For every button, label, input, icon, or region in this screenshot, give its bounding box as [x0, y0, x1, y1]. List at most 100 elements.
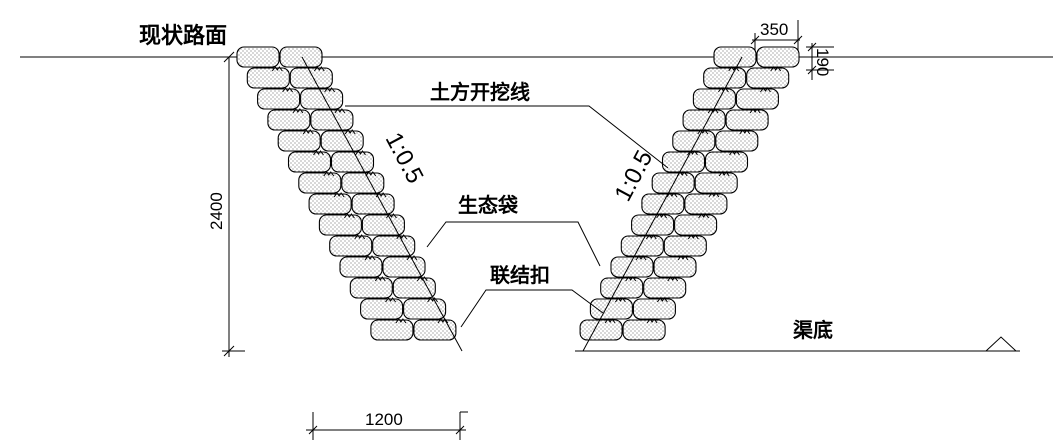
connector-buckle-icon [344, 129, 356, 135]
connector-buckle-icon [770, 66, 782, 72]
eco-bag [360, 298, 404, 320]
eco-bag [643, 277, 687, 299]
eco-bag [289, 67, 333, 89]
depth-dim-tick-top [223, 51, 235, 63]
bag-height-dim-tick-bottom [807, 65, 817, 75]
eco-bag [372, 235, 416, 257]
connector-buckle-icon [437, 318, 449, 324]
connector-buckle-icon [728, 66, 740, 72]
connector-buckle-icon [313, 150, 324, 156]
depth-dim-text: 2400 [207, 192, 226, 230]
eco-bag [589, 298, 633, 320]
connector-buckle-icon [749, 108, 761, 114]
connector-buckle-icon [427, 297, 438, 303]
connector-buckle-icon [687, 150, 698, 156]
eco-bag [300, 88, 344, 110]
eco-bag [651, 172, 695, 194]
eco-bag [620, 235, 664, 257]
eco-bag [713, 46, 757, 68]
eco-bag [715, 130, 759, 152]
eco-bag [277, 130, 321, 152]
eco-bag [298, 172, 342, 194]
eco-bag [267, 109, 311, 131]
left-eco-bag-wall [236, 46, 457, 341]
connector-buckle-icon [375, 192, 387, 198]
eco-bag [349, 277, 393, 299]
eco-bag [682, 109, 726, 131]
left-excavation-line [301, 56, 463, 352]
bag-length-dim-text: 350 [760, 20, 788, 39]
eco-bag [663, 235, 707, 257]
connector-buckle-icon [729, 150, 740, 156]
connector-buckle-icon [698, 213, 709, 219]
eco-bag [653, 256, 697, 278]
eco-bag [330, 151, 375, 173]
connector-buckle-icon [625, 276, 637, 282]
eco-bag [392, 277, 436, 299]
connector-buckle-icon [657, 297, 668, 303]
right-excavation-line [582, 56, 743, 352]
connector-buckle-icon [416, 276, 428, 282]
eco-bag [287, 151, 332, 173]
eco-bag-leader [426, 221, 601, 267]
channel-bottom-label: 渠底 [793, 318, 833, 342]
eco-bag [756, 46, 800, 68]
depth-dim-tick-bottom [223, 345, 235, 357]
eco-bag [692, 88, 736, 110]
connector-buckle-icon [739, 129, 751, 135]
connector-buckle-icon [364, 255, 376, 261]
eco-bag [725, 109, 769, 131]
eco-bag [341, 172, 385, 194]
eco-bag [622, 319, 666, 341]
eco-bag [704, 151, 749, 173]
eco-bag [320, 130, 364, 152]
connector-buckle-icon [282, 87, 293, 93]
eco-bag [403, 298, 447, 320]
eco-bag [661, 151, 706, 173]
eco-bag [382, 256, 426, 278]
connector-buckle-icon [646, 318, 658, 324]
bag-height-dim-tick-top [807, 42, 817, 52]
connector-buckle-icon [645, 234, 657, 240]
left-slope-label: 1:0.5 [380, 128, 429, 188]
eco-bag [310, 109, 354, 131]
eco-bag [308, 193, 352, 215]
bottom-width-dim-tick-right [455, 425, 465, 435]
connector-buckle-icon [365, 171, 377, 177]
eco-bag [257, 88, 301, 110]
eco-bag [579, 319, 623, 341]
connector-buckle-icon [354, 234, 366, 240]
eco-bag [703, 67, 747, 89]
eco-bag [361, 214, 405, 236]
triangle-marker-icon [984, 336, 1018, 352]
eco-bag [236, 46, 280, 68]
connector-buckle-icon [385, 297, 396, 303]
connector-buckle-icon [292, 108, 304, 114]
connector-buckle-icon [302, 129, 314, 135]
eco-bag [672, 130, 716, 152]
connector-buckle-leader [460, 289, 604, 328]
connector-buckle-icon [687, 234, 699, 240]
connector-buckle-icon [396, 234, 408, 240]
eco-bag [632, 298, 676, 320]
connector-buckle-icon [604, 318, 616, 324]
excavation-line-leader [345, 105, 669, 169]
connector-buckle-icon [666, 192, 678, 198]
connector-buckle-icon [635, 255, 647, 261]
eco-bag [631, 214, 675, 236]
eco-bag [684, 193, 728, 215]
bottom-width-dim-text: 1200 [365, 410, 403, 429]
connector-buckle-icon [395, 318, 407, 324]
eco-bag [318, 214, 362, 236]
connector-buckle-icon [667, 276, 679, 282]
eco-bag [329, 235, 373, 257]
eco-bag [351, 193, 395, 215]
eco-bag [610, 256, 654, 278]
connector-buckle-icon [323, 171, 335, 177]
existing-road-surface-label: 现状路面 [139, 23, 227, 49]
connector-buckle-icon [374, 276, 386, 282]
eco-bag [246, 67, 290, 89]
eco-bag [370, 319, 414, 341]
connector-buckle-icon [344, 213, 355, 219]
connector-buckle-icon [697, 129, 709, 135]
